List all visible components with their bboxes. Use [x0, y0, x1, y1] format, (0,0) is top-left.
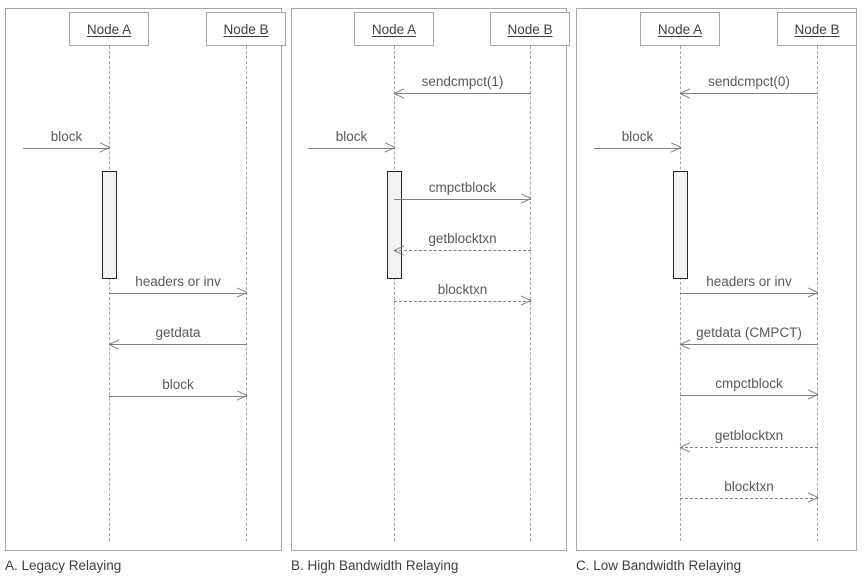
panel-legacy-relaying: Node A Node B block headers or inv getda…	[5, 8, 286, 551]
message-label: getdata (CMPCT)	[696, 325, 802, 340]
message-label: sendcmpct(1)	[421, 74, 504, 89]
message-label: sendcmpct(0)	[708, 74, 790, 89]
message-label: blocktxn	[437, 282, 488, 297]
message-label: cmpctblock	[715, 376, 783, 391]
message-label: block	[621, 129, 654, 144]
message-line	[394, 301, 531, 302]
node-box-b-left: Node A	[354, 12, 434, 46]
lifeline-node-a	[394, 46, 395, 541]
node-label: Node A	[86, 21, 132, 37]
activation-bar-node-a	[673, 171, 688, 279]
lifeline-node-b	[530, 46, 531, 541]
node-label: Node B	[507, 21, 553, 37]
message-line	[308, 148, 395, 149]
message-line	[680, 344, 818, 345]
message-line	[680, 293, 818, 294]
caption-panel-a: A. Legacy Relaying	[5, 558, 122, 573]
node-box-b-right: Node B	[490, 12, 570, 46]
message-label: headers or inv	[135, 274, 221, 289]
caption-panel-c: C. Low Bandwidth Relaying	[576, 558, 742, 573]
message-line	[109, 344, 247, 345]
activation-bar-node-a	[387, 171, 402, 279]
node-box-c-right: Node B	[777, 12, 857, 46]
message-line	[680, 498, 818, 499]
message-line	[109, 293, 247, 294]
message-line	[594, 148, 681, 149]
node-label: Node B	[223, 21, 269, 37]
node-box-a-left: Node A	[69, 12, 149, 46]
message-line	[394, 93, 531, 94]
node-box-a-right: Node B	[206, 12, 286, 46]
message-line	[680, 395, 818, 396]
message-label: blocktxn	[724, 479, 774, 494]
message-label: headers or inv	[706, 274, 792, 289]
message-label: getblocktxn	[428, 231, 497, 246]
message-label: getdata	[155, 325, 201, 340]
message-line	[23, 148, 110, 149]
message-label: block	[50, 129, 83, 144]
caption-panel-b: B. High Bandwidth Relaying	[291, 558, 459, 573]
message-line	[680, 93, 818, 94]
message-label: getblocktxn	[714, 428, 784, 443]
panel-high-bandwidth-relaying: Node A Node B sendcmpct(1) block cmpctbl…	[291, 8, 570, 551]
activation-bar-node-a	[102, 171, 117, 279]
message-label: block	[162, 377, 194, 392]
panel-low-bandwidth-relaying: Node A Node B sendcmpct(0) block headers…	[576, 8, 857, 551]
message-line	[394, 250, 531, 251]
node-label: Node A	[657, 21, 703, 37]
message-line	[680, 447, 818, 448]
message-line	[109, 396, 247, 397]
message-label: block	[335, 129, 368, 144]
node-label: Node A	[371, 21, 417, 37]
message-label: cmpctblock	[428, 180, 497, 195]
message-line	[394, 199, 531, 200]
node-label: Node B	[794, 21, 840, 37]
node-box-c-left: Node A	[640, 12, 720, 46]
